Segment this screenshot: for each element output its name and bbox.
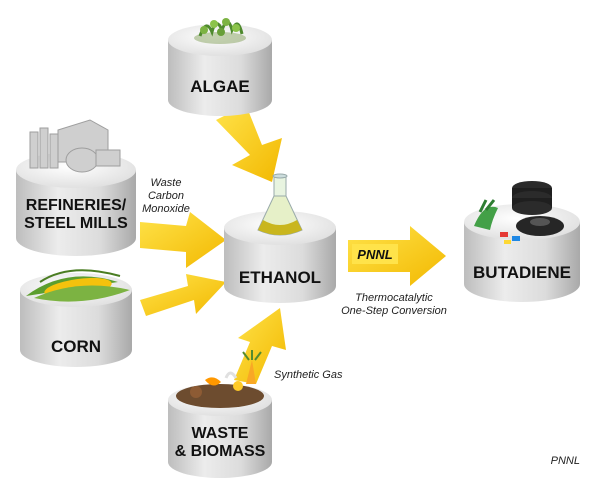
arrow-refineries-to-ethanol <box>140 212 226 268</box>
node-waste-label-line1: WASTE <box>192 425 249 442</box>
node-refineries: REFINERIES/ STEEL MILLS <box>16 119 136 256</box>
note-waste-co-line3: Monoxide <box>142 203 190 215</box>
node-refineries-label-line2: STEEL MILLS <box>24 215 128 232</box>
pnnl-arrow-badge-bg <box>352 244 398 264</box>
tires-glove-icon <box>474 181 564 244</box>
arrow-waste-to-ethanol <box>234 308 286 384</box>
node-refineries-label-line1: REFINERIES/ <box>26 197 127 214</box>
note-synthetic-gas: Synthetic Gas <box>274 369 343 381</box>
compost-icon <box>176 350 264 408</box>
node-algae-label: ALGAE <box>190 77 250 96</box>
algae-plant-icon <box>194 18 246 44</box>
factory-icon <box>29 119 121 173</box>
note-waste-co-line1: Waste <box>151 177 182 189</box>
node-corn: CORN <box>20 269 132 367</box>
arrow-corn-to-ethanol <box>140 274 226 316</box>
credit-pnnl: PNNL <box>551 455 580 467</box>
node-corn-label: CORN <box>51 337 101 356</box>
node-ethanol: ETHANOL <box>224 173 336 303</box>
node-waste-biomass: WASTE & BIOMASS <box>168 350 272 478</box>
node-butadiene: BUTADIENE <box>464 181 580 302</box>
note-waste-co-line2: Carbon <box>148 190 184 202</box>
note-conversion-line1: Thermocatalytic <box>355 292 433 304</box>
corn-icon <box>26 269 130 302</box>
node-butadiene-label: BUTADIENE <box>473 263 571 282</box>
node-waste-label-line2: & BIOMASS <box>175 443 266 460</box>
node-algae: ALGAE <box>168 18 272 116</box>
node-ethanol-label: ETHANOL <box>239 268 321 287</box>
pnnl-arrow-badge: PNNL <box>357 247 392 262</box>
flask-icon <box>257 173 303 236</box>
arrow-algae-to-ethanol <box>216 105 282 182</box>
note-conversion-line2: One-Step Conversion <box>341 305 447 317</box>
